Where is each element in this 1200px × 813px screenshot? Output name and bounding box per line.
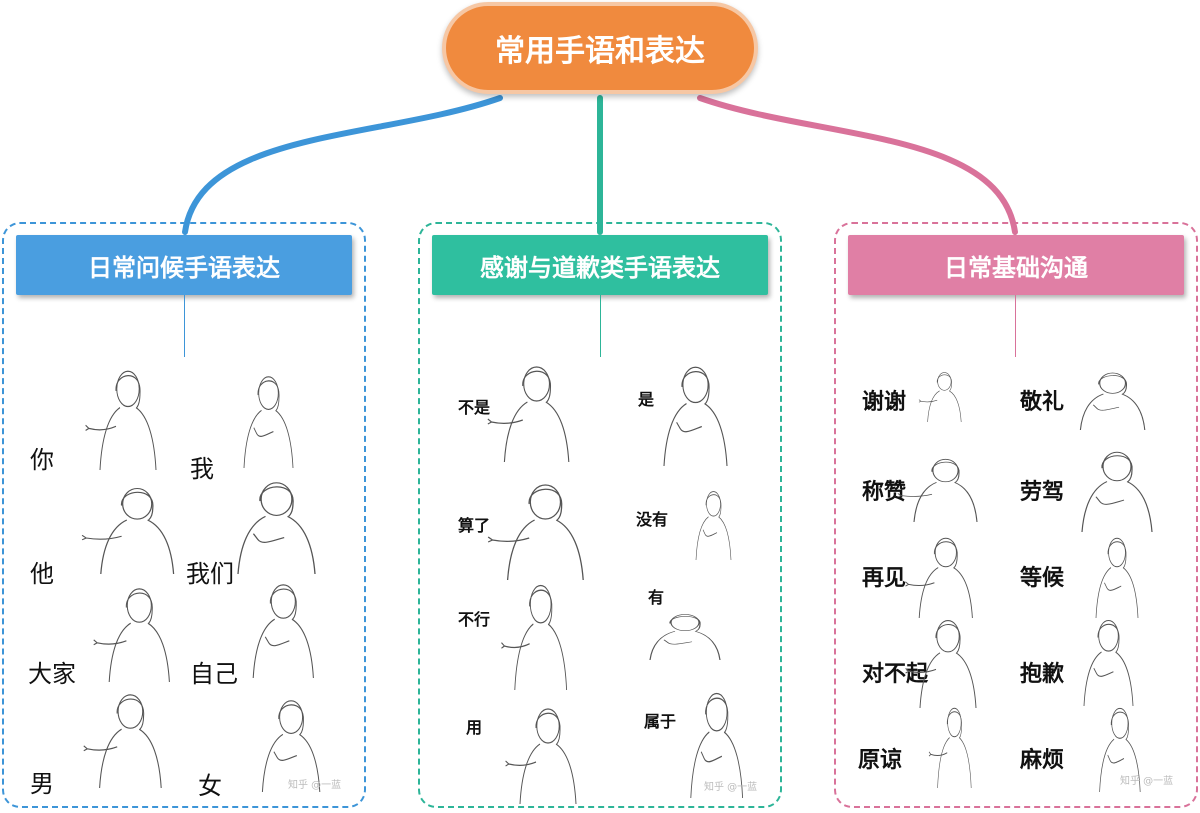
sign-label: 有 xyxy=(648,588,665,607)
sign-illustration xyxy=(904,534,980,618)
sign-illustration xyxy=(1084,534,1144,618)
sign-label: 不是 xyxy=(458,398,491,417)
sign-label: 女 xyxy=(198,772,222,800)
watermark: 知乎 @一蓝 xyxy=(288,780,342,791)
sign-label: 我 xyxy=(190,455,214,483)
sign-illustration xyxy=(1088,704,1146,792)
sign-illustration xyxy=(236,580,322,678)
sign-label: 劳驾 xyxy=(1020,480,1065,505)
sign-label: 称赞 xyxy=(862,480,907,505)
sign-label: 大家 xyxy=(28,660,76,688)
connector-blue xyxy=(182,95,503,235)
sign-label: 谢谢 xyxy=(862,390,907,415)
connector-pink xyxy=(697,95,1018,235)
sign-label: 原谅 xyxy=(858,748,903,773)
sign-label: 他 xyxy=(30,560,54,588)
sign-illustration xyxy=(500,580,574,690)
panel-thanks-apology xyxy=(418,222,782,808)
sign-label: 不行 xyxy=(458,610,491,629)
sign-illustration xyxy=(928,704,976,788)
category-stem-pink xyxy=(1015,295,1016,357)
category-thanks-apology: 感谢与道歉类手语表达 xyxy=(432,235,768,295)
sign-illustration xyxy=(676,688,750,798)
sign-label: 属于 xyxy=(644,712,677,731)
sign-illustration xyxy=(504,704,584,804)
sign-illustration xyxy=(246,696,328,792)
sign-label: 用 xyxy=(466,718,483,737)
watermark: 知乎 @一蓝 xyxy=(1120,776,1174,787)
sign-label: 自己 xyxy=(190,660,238,688)
category-stem-blue xyxy=(184,295,185,357)
sign-illustration xyxy=(92,584,178,682)
sign-illustration xyxy=(1070,616,1140,706)
sign-illustration xyxy=(216,478,326,574)
sign-illustration xyxy=(686,488,736,560)
sign-illustration xyxy=(646,362,736,466)
sign-label: 是 xyxy=(638,390,655,409)
sign-label: 敬礼 xyxy=(1020,390,1065,415)
root-topic: 常用手语和表达 xyxy=(442,2,758,94)
category-basic-communication: 日常基础沟通 xyxy=(848,235,1184,295)
watermark: 知乎 @一蓝 xyxy=(704,782,758,793)
category-stem-green xyxy=(600,295,601,357)
sign-label: 麻烦 xyxy=(1020,748,1065,773)
panel-greetings xyxy=(2,222,366,808)
sign-label: 我们 xyxy=(186,560,234,588)
sign-label: 对不起 xyxy=(862,662,929,687)
sign-label: 男 xyxy=(30,770,54,798)
sign-illustration xyxy=(486,480,594,580)
sign-label: 没有 xyxy=(636,510,669,529)
sign-illustration xyxy=(82,690,170,788)
sign-label: 再见 xyxy=(862,566,907,591)
sign-illustration xyxy=(84,366,164,470)
sign-label: 等候 xyxy=(1020,566,1065,591)
sign-illustration xyxy=(904,616,984,708)
sign-label: 你 xyxy=(30,446,54,474)
sign-illustration xyxy=(486,362,578,462)
sign-illustration xyxy=(80,484,184,574)
category-greetings: 日常问候手语表达 xyxy=(16,235,352,295)
sign-illustration xyxy=(1062,448,1162,532)
sign-illustration xyxy=(918,370,966,422)
sign-illustration xyxy=(230,372,300,468)
panel-basic-communication xyxy=(834,222,1198,808)
sign-illustration xyxy=(896,456,986,522)
sign-label: 算了 xyxy=(458,516,491,535)
sign-illustration xyxy=(630,612,730,660)
sign-label: 抱歉 xyxy=(1020,662,1065,687)
sign-illustration xyxy=(1062,370,1154,430)
